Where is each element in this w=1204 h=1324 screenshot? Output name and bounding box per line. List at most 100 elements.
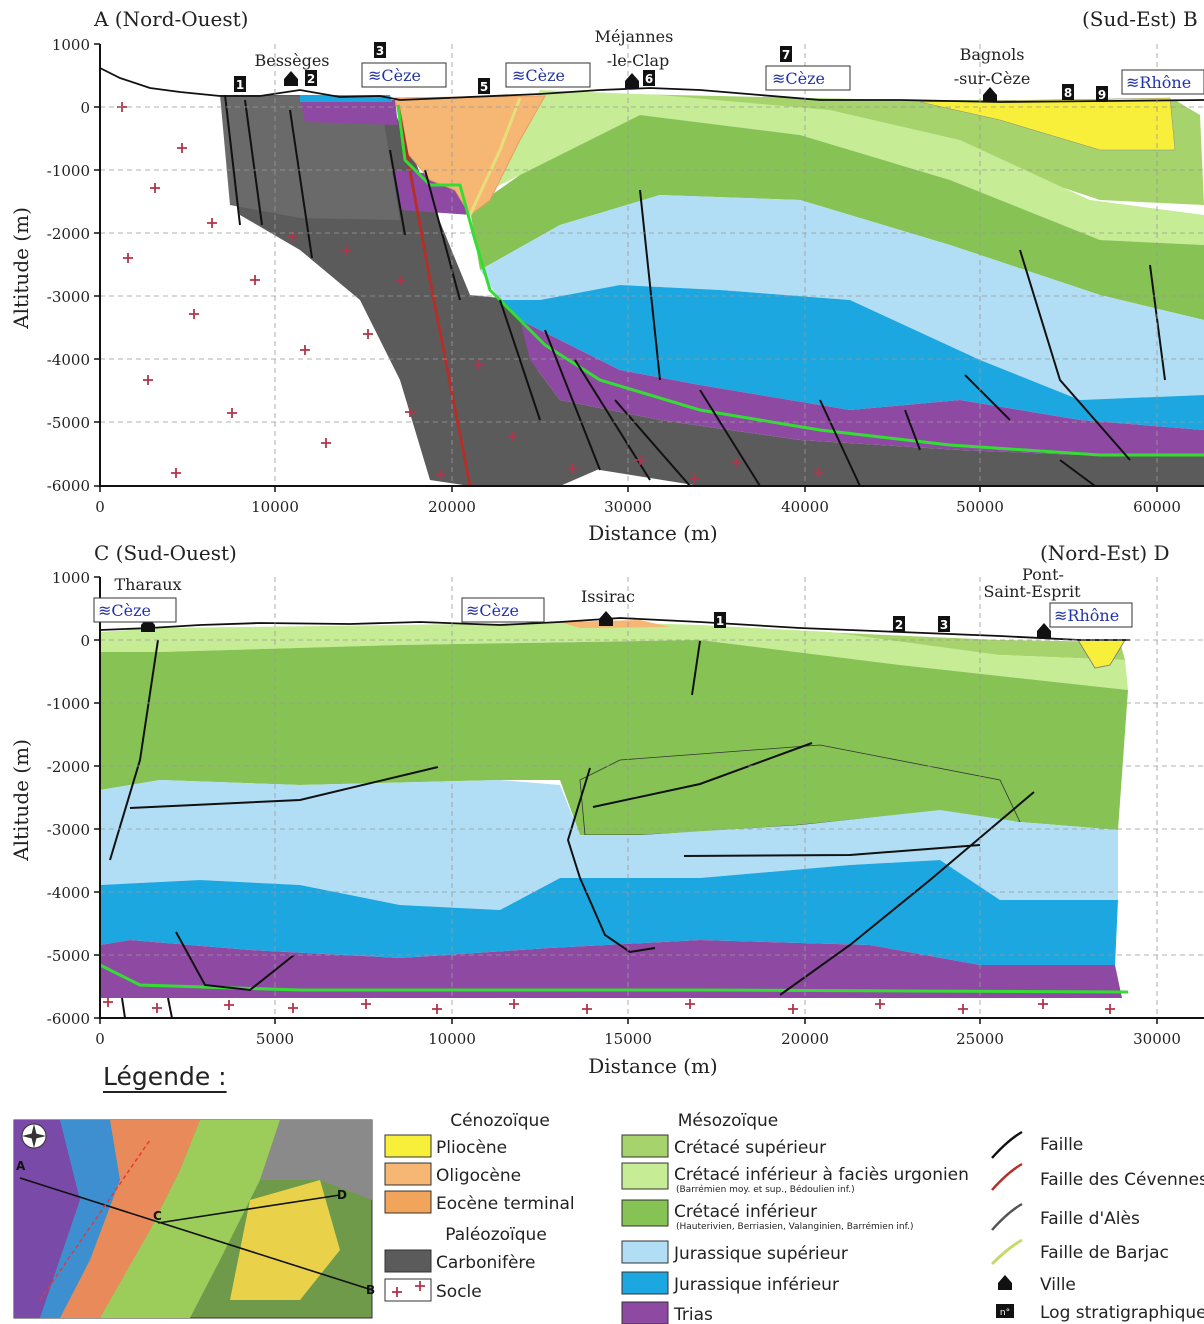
map-point-d: D [337,1188,347,1202]
svg-text:10000: 10000 [428,1030,476,1048]
cd-town-issirac: Issirac [581,587,635,606]
legend-oligocene: Oligocène [436,1166,521,1186]
cd-faults [109,639,1035,1019]
ab-trias [520,320,1204,455]
svg-text:-3000: -3000 [47,288,90,306]
ab-river-ceze-2: ≋Cèze [512,66,565,85]
svg-text:1000: 1000 [52,36,90,54]
log-marker-icon: 7 [782,48,790,62]
svg-text:60000: 60000 [1133,498,1181,516]
svg-text:-1000: -1000 [47,695,90,713]
ab-town-sur-ceze: -sur-Cèze [954,69,1031,88]
ab-town-mejannes: Méjannes [595,27,674,46]
log-marker-icon: 5 [480,80,488,94]
legend-title: Légende : [103,1062,227,1091]
svg-text:0: 0 [95,1030,105,1048]
log-marker-icon [996,1304,1014,1318]
ab-cretace-inferieur [470,115,1204,320]
cd-jurassique-superieur [100,780,1118,910]
log-marker-icon: 6 [645,72,653,86]
cd-river-rhone: ≋Rhône [1054,606,1119,625]
cd-y-axis-label: Altitude (m) [9,739,33,862]
legend-trias: Trias [673,1305,713,1324]
legend-cretace-inferieur: Crétacé inférieur [674,1202,817,1222]
legend-ville: Ville [1040,1275,1076,1295]
svg-text:0: 0 [80,632,90,650]
svg-text:-1000: -1000 [47,162,90,180]
ab-river-rhone: ≋Rhône [1126,73,1191,92]
legend-faille-cevennes: Faille des Cévennes [1040,1170,1204,1190]
svg-text:-6000: -6000 [47,1010,90,1028]
fault-line-icon [991,1130,1023,1159]
ab-pliocene [919,97,1176,151]
cd-ales-fault [99,963,1129,994]
cd-urgonien [100,622,1128,690]
svg-text:-6000: -6000 [47,477,90,495]
map-point-a: A [16,1159,26,1173]
svg-text:0: 0 [95,498,105,516]
town-house-icon [998,1275,1012,1290]
map-point-c: C [153,1209,162,1223]
ab-x-ticks: 0 10000 20000 30000 40000 50000 60000 [95,498,1181,516]
ab-jurassique-superieur [480,195,1204,400]
location-map: A B C D [13,1119,375,1319]
legend-faille-ales: Faille d'Alès [1040,1209,1140,1229]
svg-text:-3000: -3000 [47,821,90,839]
svg-text:10000: 10000 [251,498,299,516]
legend-jurassique-superieur: Jurassique supérieur [673,1244,848,1264]
svg-text:0: 0 [80,99,90,117]
ab-faults [224,94,1166,487]
svg-text:-5000: -5000 [47,947,90,965]
ab-town-besseges: Bessèges [254,51,329,70]
cd-right-label: (Nord-Est) D [1040,541,1170,565]
cd-x-ticks: 0 5000 10000 15000 20000 25000 30000 [95,1030,1181,1048]
ab-urgonien [470,90,1204,245]
cd-x-axis-label: Distance (m) [588,1054,718,1078]
legend: A B C D Cénozoïque Pliocène Oligocène Eo… [13,1111,1204,1324]
legend-eocene: Eocène terminal [436,1194,575,1214]
legend-faille-barjac: Faille de Barjac [1040,1243,1169,1263]
svg-text:-4000: -4000 [47,884,90,902]
cd-river-ceze-2: ≋Cèze [466,601,519,620]
legend-socle: Socle [436,1282,482,1302]
legend-pliocene: Pliocène [436,1138,507,1158]
cd-town-tharaux: Tharaux [114,575,181,594]
svg-text:-2000: -2000 [47,225,90,243]
legend-log: Log stratigraphique [1040,1303,1204,1323]
ab-ales-fault [396,104,1204,457]
svg-text:30000: 30000 [604,498,652,516]
cd-y-ticks: 1000 0 -1000 -2000 -3000 -4000 -5000 -60… [47,569,90,1028]
log-marker-icon: 3 [376,44,384,58]
ab-river-ceze-3: ≋Cèze [772,69,825,88]
section-cd: C (Sud-Ouest) (Nord-Est) D Altitude (m) … [9,541,1204,1078]
ab-y-axis-label: Altitude (m) [9,207,33,330]
cd-topography-line [99,617,1130,641]
legend-cretace-superieur: Crétacé supérieur [674,1138,826,1158]
svg-text:1000: 1000 [52,569,90,587]
svg-text:15000: 15000 [604,1030,652,1048]
cd-trias [100,940,1122,998]
ab-jurassique-inferieur [500,285,1204,430]
log-marker-icon: 2 [895,618,903,632]
cd-town-pont: Pont- [1022,565,1064,584]
ab-topography-line [99,67,1204,103]
ab-town-le-clap: -le-Clap [607,51,670,70]
ab-town-bagnols: Bagnols [960,45,1025,64]
svg-text:n°: n° [1000,1308,1010,1318]
legend-urgonien-sub: (Barrémien moy. et sup., Bédoulien inf.) [676,1184,855,1195]
ales-fault-icon [991,1202,1023,1231]
svg-text:20000: 20000 [428,498,476,516]
svg-text:30000: 30000 [1133,1030,1181,1048]
cd-left-label: C (Sud-Ouest) [94,541,237,565]
log-marker-icon: 1 [716,614,724,628]
cevennes-fault-icon [991,1162,1023,1191]
log-marker-icon: 9 [1098,88,1106,102]
ab-x-axis-label: Distance (m) [588,521,718,545]
cd-town-saint-esprit: Saint-Esprit [983,582,1081,601]
barjac-fault-icon [990,1238,1023,1266]
legend-jurassique-inferieur: Jurassique inférieur [673,1275,839,1295]
cd-jurassique-inferieur [100,860,1118,965]
svg-text:-5000: -5000 [47,414,90,432]
svg-text:25000: 25000 [956,1030,1004,1048]
ab-right-label: (Sud-Est) B [1082,7,1198,31]
